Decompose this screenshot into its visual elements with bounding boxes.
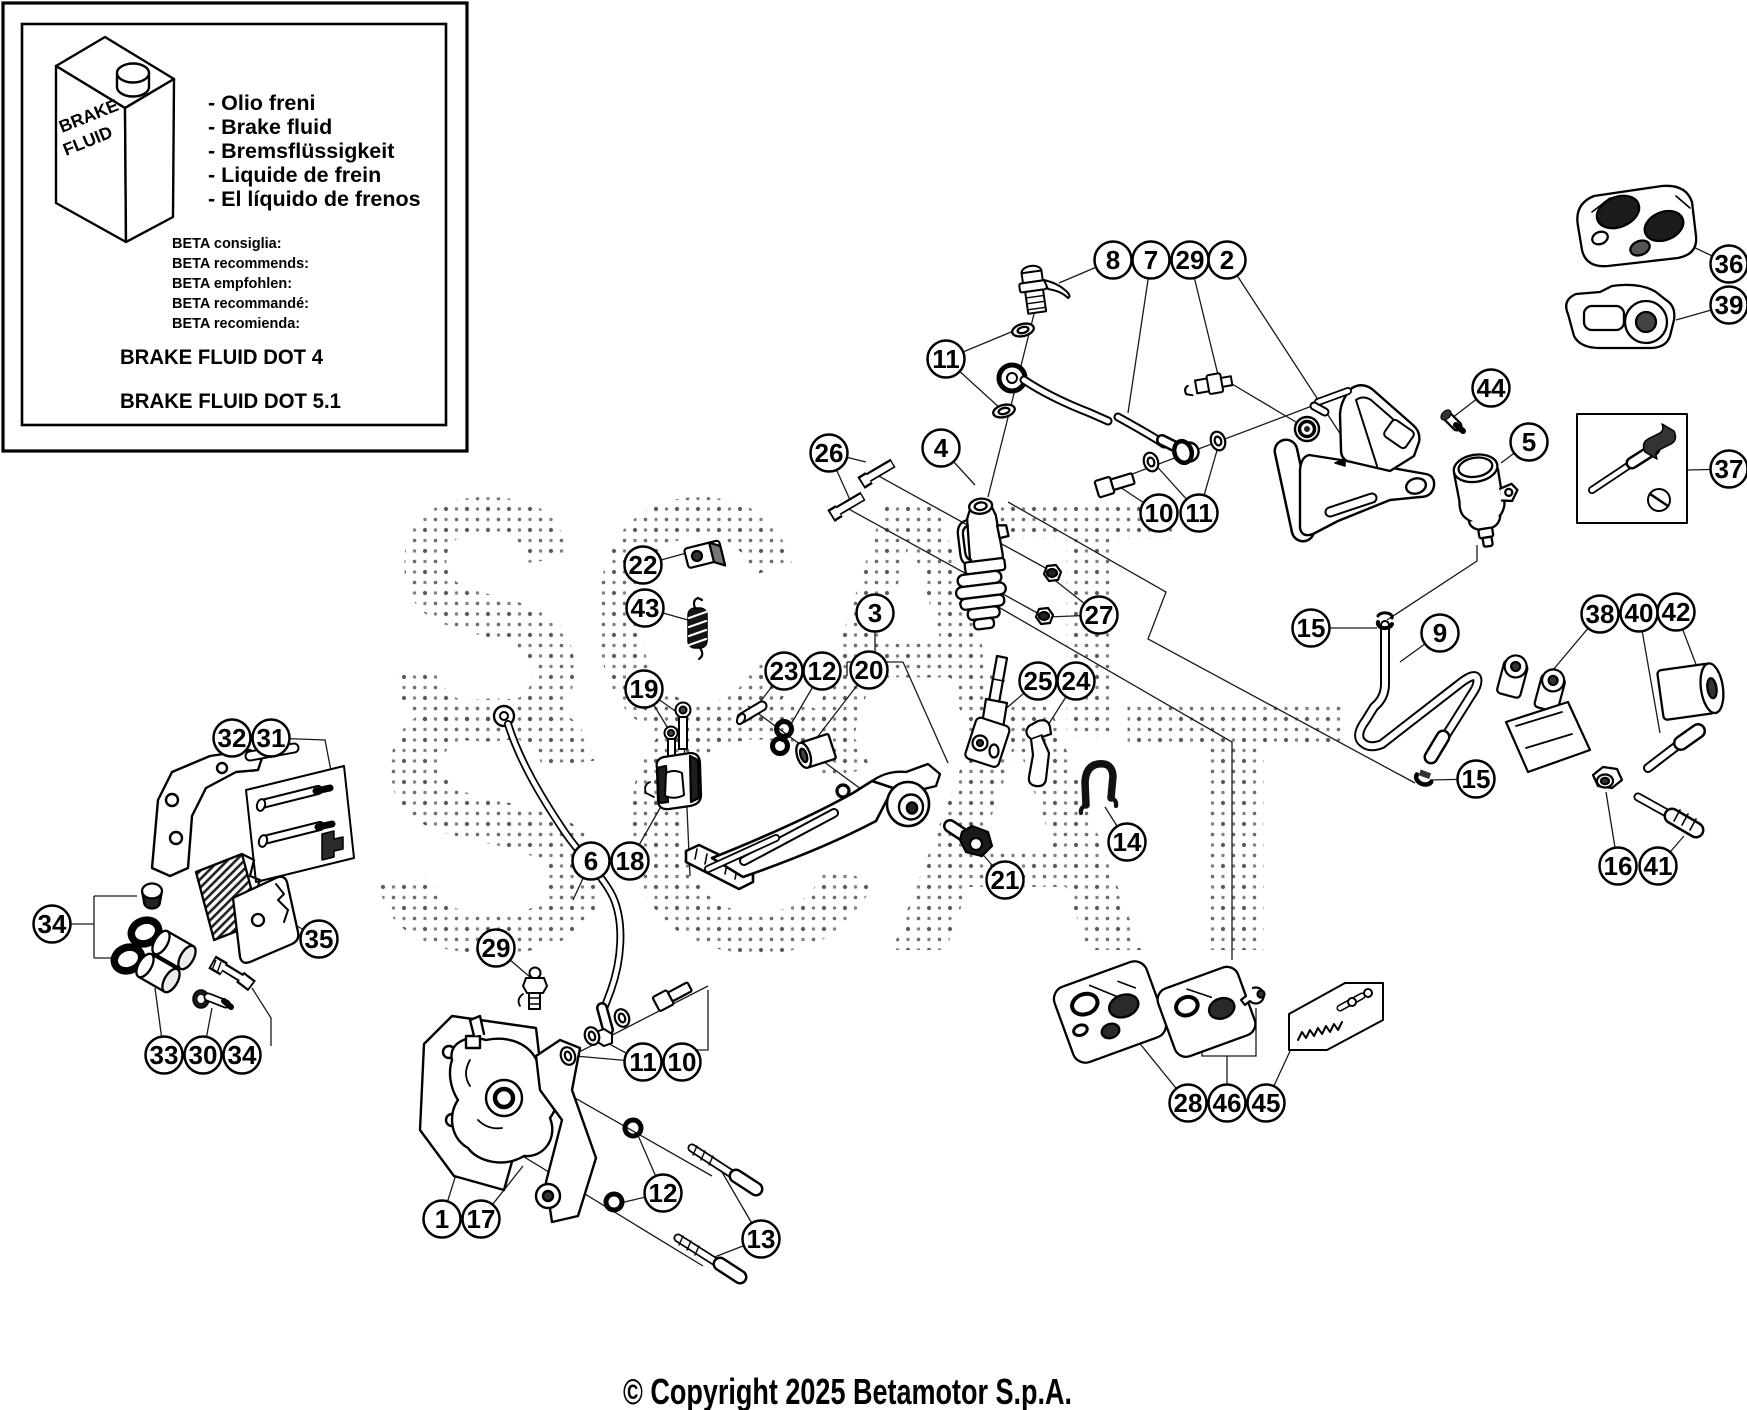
svg-text:- Brake fluid: - Brake fluid: [208, 115, 332, 139]
svg-text:15: 15: [1297, 613, 1326, 643]
svg-text:21: 21: [991, 865, 1020, 895]
svg-text:13: 13: [747, 1224, 776, 1254]
svg-text:7: 7: [1144, 245, 1158, 275]
svg-text:36: 36: [1715, 249, 1744, 279]
svg-text:11: 11: [629, 1047, 657, 1077]
svg-text:- Liquide de frein: - Liquide de frein: [208, 163, 381, 187]
svg-text:12: 12: [808, 656, 837, 686]
svg-text:27: 27: [1085, 600, 1114, 630]
svg-text:30: 30: [189, 1040, 218, 1070]
svg-text:12: 12: [649, 1178, 678, 1208]
svg-text:38: 38: [1586, 599, 1615, 629]
svg-text:37: 37: [1715, 454, 1744, 484]
svg-text:BETA consiglia:: BETA consiglia:: [172, 236, 282, 252]
svg-text:35: 35: [305, 924, 334, 954]
svg-text:43: 43: [631, 593, 660, 623]
svg-text:16: 16: [1604, 851, 1633, 881]
svg-text:5: 5: [1522, 427, 1536, 457]
svg-text:BRAKE FLUID DOT 5.1: BRAKE FLUID DOT 5.1: [120, 389, 341, 413]
svg-text:34: 34: [38, 909, 67, 939]
svg-text:- Bremsflüssigkeit: - Bremsflüssigkeit: [208, 139, 394, 163]
svg-text:17: 17: [467, 1204, 496, 1234]
svg-text:24: 24: [1062, 666, 1091, 696]
svg-text:33: 33: [150, 1040, 179, 1070]
svg-text:3: 3: [868, 598, 882, 628]
svg-text:39: 39: [1715, 290, 1744, 320]
svg-text:42: 42: [1662, 597, 1691, 627]
svg-text:BETA recommandé:: BETA recommandé:: [172, 296, 309, 312]
svg-text:34: 34: [228, 1040, 257, 1070]
svg-text:19: 19: [630, 674, 659, 704]
svg-text:29: 29: [1176, 245, 1205, 275]
svg-text:11: 11: [932, 344, 960, 374]
svg-text:23: 23: [770, 656, 799, 686]
svg-text:4: 4: [934, 433, 949, 463]
svg-text:- El líquido de frenos: - El líquido de frenos: [208, 187, 421, 211]
svg-text:32: 32: [218, 723, 247, 753]
svg-text:11: 11: [1185, 498, 1213, 528]
svg-text:© Copyright 2025 Betamotor S.p: © Copyright 2025 Betamotor S.p.A.: [623, 1371, 1072, 1410]
svg-text:BETA recomienda:: BETA recomienda:: [172, 316, 300, 332]
svg-text:20: 20: [855, 655, 884, 685]
svg-text:31: 31: [257, 723, 286, 753]
svg-text:41: 41: [1644, 851, 1673, 881]
svg-text:BETA empfohlen:: BETA empfohlen:: [172, 276, 292, 292]
svg-text:10: 10: [668, 1047, 697, 1077]
svg-text:10: 10: [1145, 498, 1174, 528]
svg-text:BETA recommends:: BETA recommends:: [172, 256, 309, 272]
svg-text:2: 2: [1220, 245, 1234, 275]
svg-text:BRAKE FLUID DOT 4: BRAKE FLUID DOT 4: [120, 345, 323, 369]
svg-text:28: 28: [1174, 1088, 1203, 1118]
svg-text:46: 46: [1213, 1088, 1242, 1118]
svg-text:45: 45: [1252, 1088, 1281, 1118]
svg-text:15: 15: [1462, 764, 1491, 794]
svg-text:22: 22: [629, 550, 658, 580]
svg-text:14: 14: [1113, 827, 1142, 857]
svg-text:44: 44: [1477, 373, 1506, 403]
svg-text:26: 26: [815, 438, 844, 468]
svg-text:9: 9: [1433, 618, 1447, 648]
svg-text:- Olio freni: - Olio freni: [208, 91, 316, 115]
svg-text:1: 1: [435, 1204, 449, 1234]
svg-text:18: 18: [616, 846, 645, 876]
svg-text:29: 29: [482, 933, 511, 963]
svg-text:8: 8: [1106, 245, 1120, 275]
svg-text:40: 40: [1625, 598, 1654, 628]
svg-text:6: 6: [584, 846, 598, 876]
svg-text:25: 25: [1024, 666, 1053, 696]
